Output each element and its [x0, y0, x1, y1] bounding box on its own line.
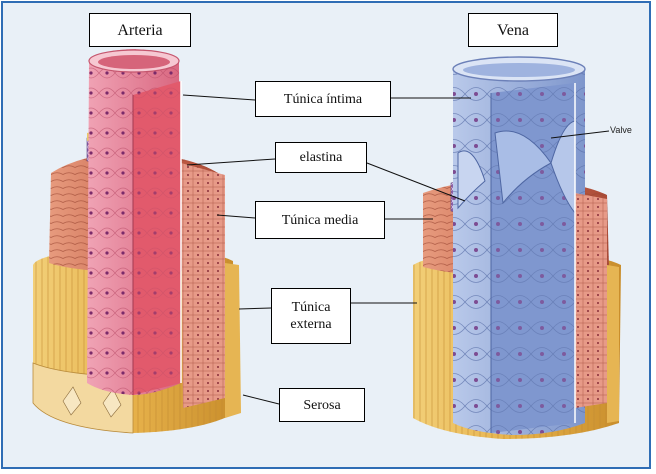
label-elastina: elastina: [275, 142, 367, 173]
label-tunica-intima: Túnica íntima: [255, 81, 391, 117]
leader-intima-artery: [183, 95, 255, 100]
label-serosa: Serosa: [279, 388, 365, 422]
leader-elastina-vein: [367, 163, 465, 201]
leader-elastina-artery: [187, 159, 275, 165]
label-tunica-externa: Túnica externa: [271, 288, 351, 344]
diagram-frame: Arteria Vena Túnica íntima elastina Túni…: [1, 1, 651, 469]
leader-externa-artery: [239, 308, 271, 309]
vein-illustration: [413, 57, 621, 439]
artery-title: Arteria: [89, 13, 191, 47]
label-valve: Valve: [610, 125, 632, 135]
leader-serosa: [243, 395, 279, 404]
vein-title: Vena: [468, 13, 558, 47]
artery-illustration: [33, 49, 241, 433]
label-tunica-media: Túnica media: [255, 201, 385, 239]
